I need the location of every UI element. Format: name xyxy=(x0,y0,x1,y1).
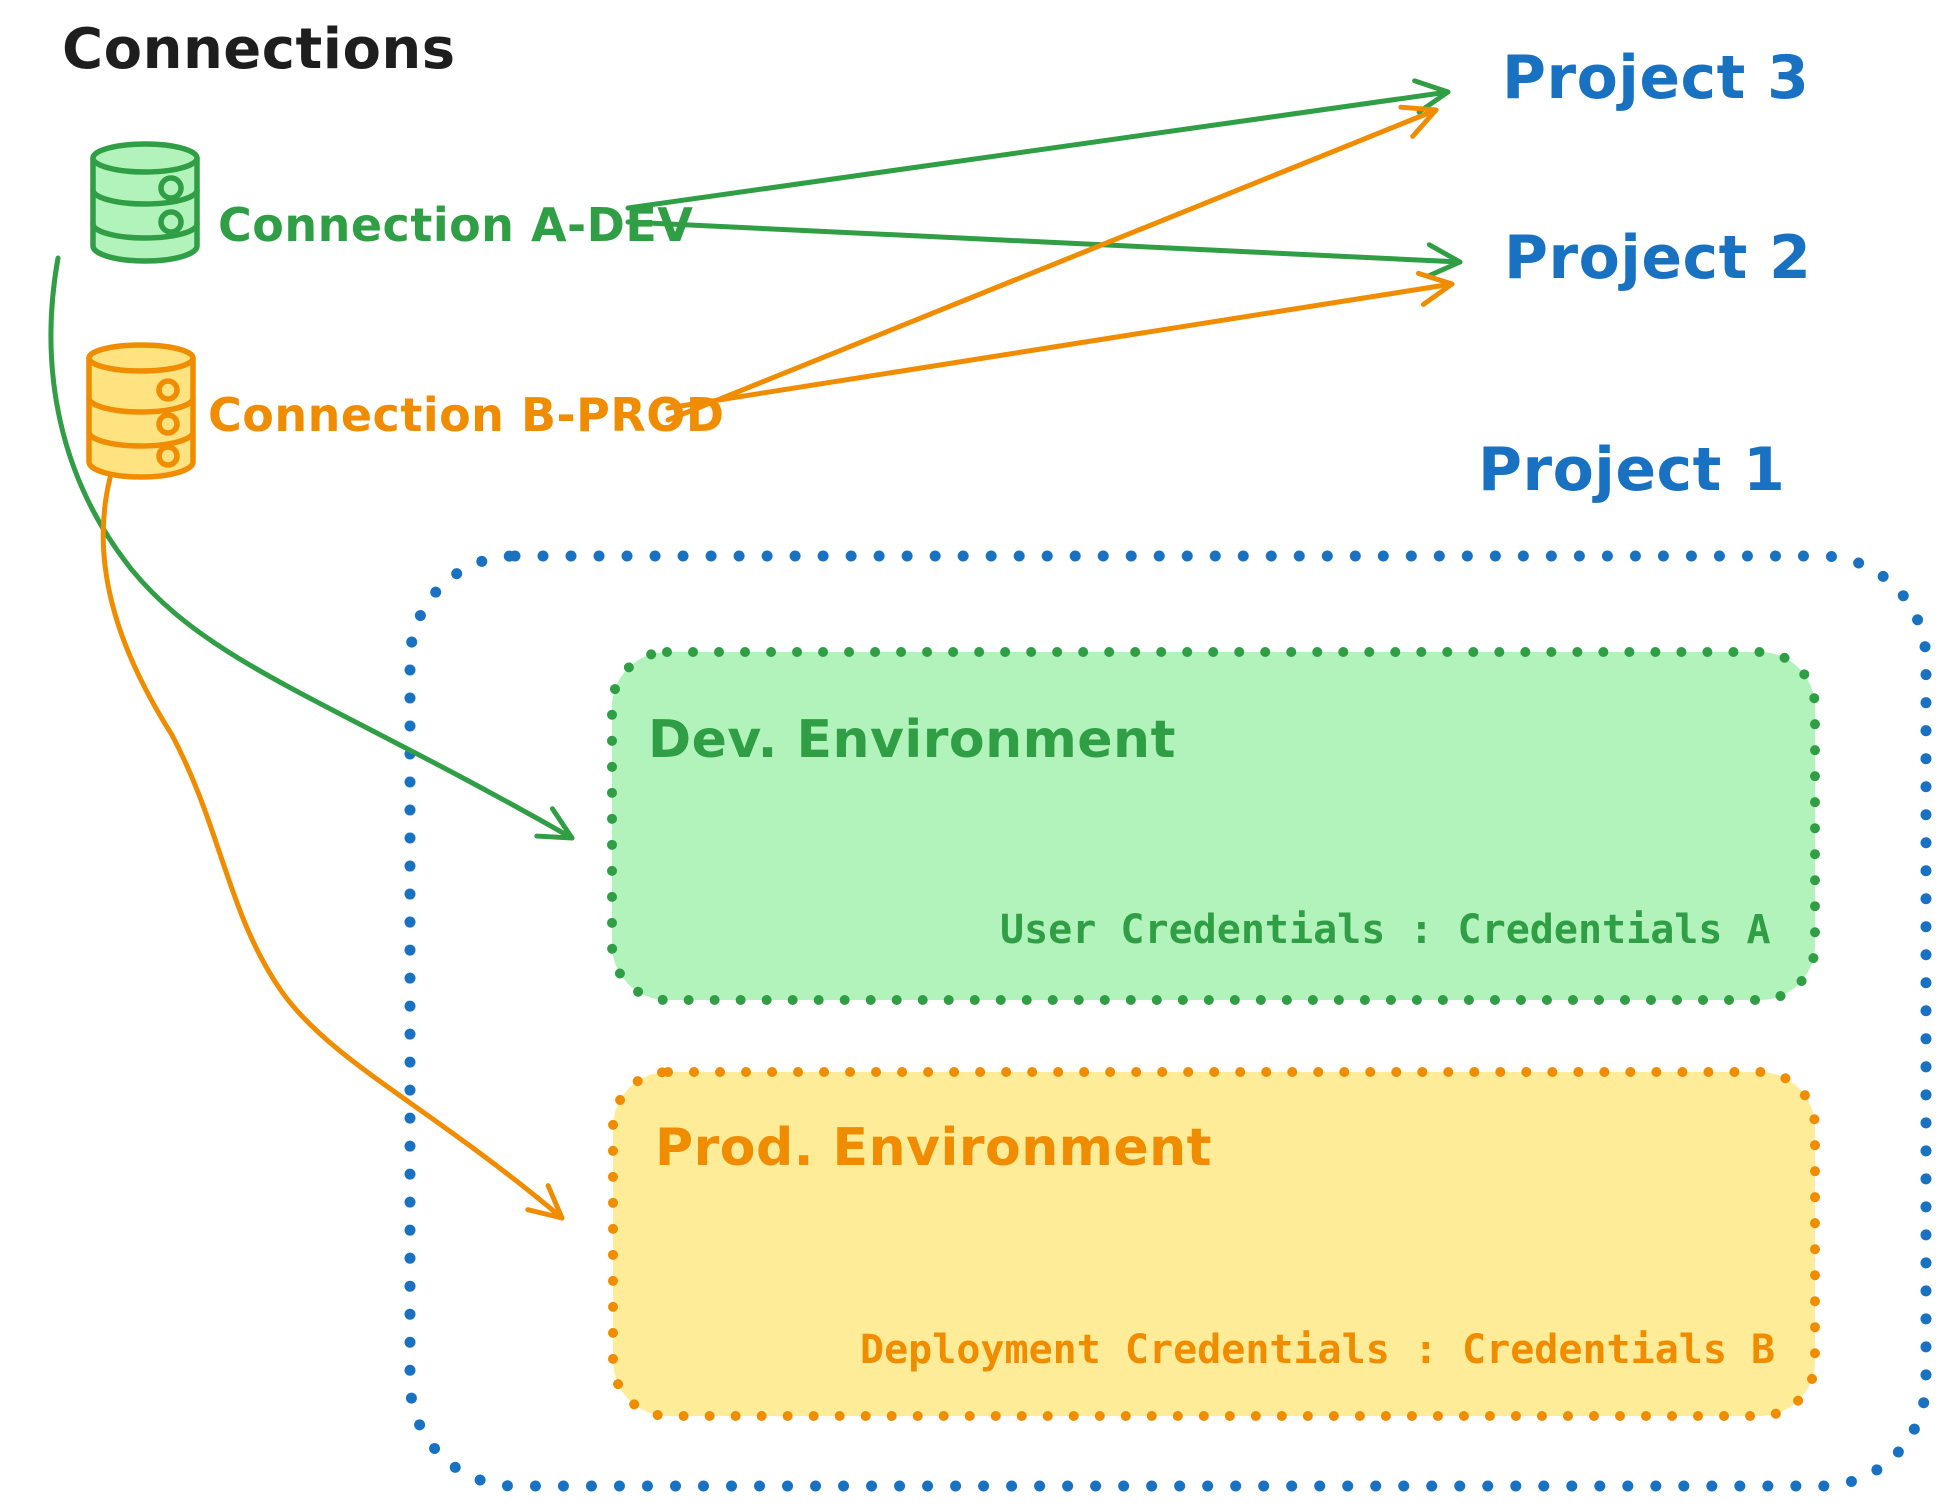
dev-environment-credentials: User Credentials : Credentials A xyxy=(1000,907,1771,953)
project-2-label: Project 2 xyxy=(1504,223,1812,293)
dev-environment-box xyxy=(607,647,1820,1005)
arrow-a-dev-to-project3 xyxy=(625,78,1451,211)
connection-b-prod-label: Connection B-PROD xyxy=(208,388,725,442)
arrow-b-prod-to-prod-environment xyxy=(100,475,565,1221)
arrow-b-prod-to-project3 xyxy=(665,104,1439,423)
connection-a-dev-label: Connection A-DEV xyxy=(218,198,694,252)
database-icon-b-prod xyxy=(86,342,196,480)
database-icon-a-dev xyxy=(90,141,200,264)
arrow-a-dev-to-project2 xyxy=(625,219,1463,279)
prod-environment-box xyxy=(608,1067,1820,1421)
diagram-title: Connections xyxy=(62,17,456,82)
dev-environment-title: Dev. Environment xyxy=(648,710,1176,770)
arrow-b-prod-to-project2 xyxy=(665,270,1455,411)
project-1-label: Project 1 xyxy=(1478,435,1786,505)
prod-environment-credentials: Deployment Credentials : Credentials B xyxy=(860,1327,1776,1373)
project-3-label: Project 3 xyxy=(1502,43,1810,113)
prod-environment-title: Prod. Environment xyxy=(655,1118,1213,1178)
arrow-a-dev-to-dev-environment xyxy=(48,255,575,841)
